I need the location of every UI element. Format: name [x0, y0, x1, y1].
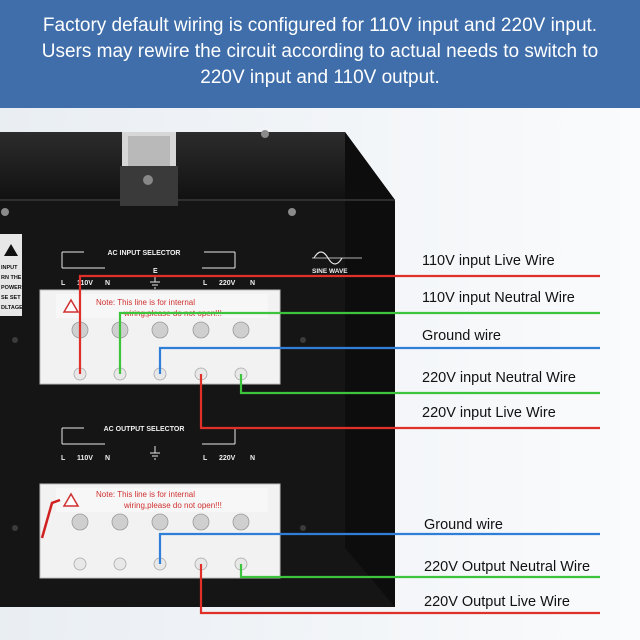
terminal-label: N	[105, 280, 110, 287]
screw-icon	[288, 208, 296, 216]
input-wiring	[78, 274, 600, 430]
input-selector-legend: AC INPUT SELECTOR L 110V N E L 220V N SI…	[61, 246, 362, 289]
sine-wave-label: SINE WAVE	[312, 268, 348, 275]
wire-220v-output-neutral	[239, 564, 600, 579]
terminal-label: N	[105, 455, 110, 462]
warning-line-1: Note: This line is for internal	[96, 298, 195, 307]
ground-symbol-icon	[150, 446, 160, 460]
wire-110v-input-live	[78, 274, 600, 374]
header-banner: Factory default wiring is configured for…	[0, 0, 640, 108]
warning-icon	[62, 492, 80, 507]
header-line-3: 220V input and 110V output.	[200, 67, 440, 88]
warning-line-2: wiring,please do not open!!!	[123, 501, 222, 510]
callout-ground-top: Ground wire	[422, 328, 501, 344]
input-selector-title: AC INPUT SELECTOR	[108, 250, 181, 257]
output-wiring	[158, 532, 600, 615]
wire-110v-input-neutral	[118, 311, 600, 374]
callout-110v-input-neutral: 110V input Neutral Wire	[422, 290, 575, 306]
callout-220v-output-neutral: 220V Output Neutral Wire	[424, 559, 591, 575]
terminal-label: L	[203, 280, 208, 287]
terminal-label: 220V	[219, 455, 236, 462]
wire-220v-input-neutral	[239, 374, 600, 395]
wire-ground-bottom	[158, 532, 600, 564]
callout-220v-input-live: 220V input Live Wire	[422, 405, 556, 421]
wire-ground-top	[158, 346, 600, 374]
terminal-label: 220V	[219, 280, 236, 287]
terminal-label: N	[250, 280, 255, 287]
screw-icon	[261, 130, 269, 138]
box-side	[345, 132, 395, 607]
side-warning-label: INPUT RN THE POWER SE SET DLTAGE	[0, 234, 23, 316]
side-warning-line: SE SET	[1, 295, 21, 301]
side-warning-line: INPUT	[1, 265, 18, 271]
product-scene: INPUT RN THE POWER SE SET DLTAGE AC INPU…	[0, 108, 640, 640]
transformer-illustration: INPUT RN THE POWER SE SET DLTAGE AC INPU…	[0, 108, 640, 640]
handle	[120, 132, 178, 206]
side-warning-line: POWER	[1, 285, 22, 291]
header-line-2: Users may rewire the circuit according t…	[41, 41, 599, 62]
wire-220v-output-live	[199, 564, 600, 615]
terminal-label: 110V	[77, 280, 93, 287]
terminal-label: 110V	[77, 455, 93, 462]
box-top	[0, 132, 395, 200]
warning-icon	[62, 298, 80, 313]
terminal-label: N	[250, 455, 255, 462]
terminal-label: L	[61, 280, 66, 287]
screw-icon	[1, 208, 9, 216]
header-line-1: Factory default wiring is configured for…	[42, 15, 598, 36]
side-warning-line: RN THE	[1, 275, 22, 281]
terminal-label: L	[61, 455, 66, 462]
side-warning-line: DLTAGE	[1, 305, 23, 311]
terminal-label: L	[203, 455, 208, 462]
wire-220v-input-live	[199, 374, 600, 430]
callout-220v-input-neutral: 220V input Neutral Wire	[422, 370, 576, 386]
terminal-label: E	[153, 268, 158, 275]
warning-line-1: Note: This line is for internal	[96, 490, 195, 499]
callout-220v-output-live: 220V Output Live Wire	[424, 594, 570, 610]
output-selector-title: AC OUTPUT SELECTOR	[104, 426, 185, 433]
callout-110v-input-live: 110V input Live Wire	[422, 253, 555, 269]
callout-ground-bottom: Ground wire	[424, 517, 503, 533]
header-text: Factory default wiring is configured for…	[0, 0, 640, 91]
